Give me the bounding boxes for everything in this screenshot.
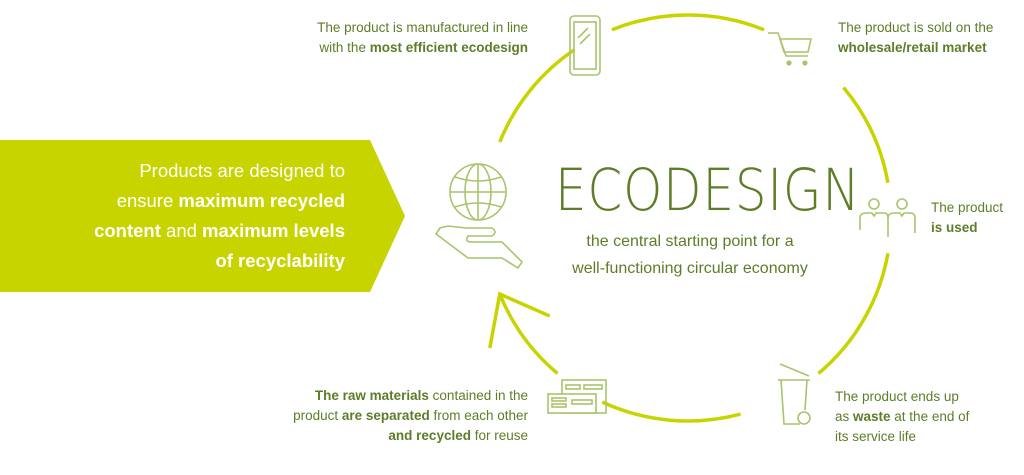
text-line: The product is manufactured in line (317, 18, 528, 38)
text: The product is sold on the (838, 20, 994, 35)
center-title: ECODESIGN (555, 156, 861, 224)
shopping-cart-icon (768, 32, 813, 66)
text-line: The raw materials contained in the (293, 386, 528, 406)
text-line: The product ends up (835, 387, 969, 407)
center-subtitle: the central starting point for a well-fu… (540, 228, 840, 282)
text-line: product are separated from each other (293, 406, 528, 426)
cycle-arc-right-lower (817, 252, 890, 375)
text: and (160, 220, 203, 241)
cycle-arc-top (611, 13, 765, 32)
text: The product (931, 200, 1004, 215)
text: product (293, 408, 342, 423)
bold-text: maximum levels (202, 220, 345, 241)
text: contained in the (428, 388, 528, 403)
text: at the end of (890, 409, 970, 424)
cycle-arrowhead (488, 291, 551, 349)
bold-text: wholesale/retail market (838, 40, 987, 55)
cycle-arc-left-upper (498, 48, 576, 143)
trash-bin-icon (778, 363, 811, 425)
step-manufacture-text: The product is manufactured in line with … (317, 18, 528, 58)
cycle-arc-bottom (601, 400, 741, 423)
bold-text: is used (931, 220, 978, 235)
step-used-text: The product is used (931, 198, 1003, 238)
text-line: as waste at the end of (835, 407, 969, 427)
bold-text: are separated (341, 408, 430, 423)
text-line: is used (931, 218, 1003, 238)
text-line: Products are designed to (94, 156, 345, 186)
people-icon (859, 198, 916, 237)
text-line: its service life (835, 427, 969, 447)
bold-text: of recyclability (215, 250, 345, 271)
step-sold-text: The product is sold on the wholesale/reta… (838, 18, 993, 58)
text: Products are designed to (139, 160, 345, 181)
text: for reuse (470, 428, 528, 443)
text: with the (319, 40, 370, 55)
cycle-arc-left-lower (498, 293, 559, 375)
smartphone-icon (569, 15, 601, 76)
bold-text: content (94, 220, 161, 241)
subtitle-line: well-functioning circular economy (572, 260, 808, 277)
text-line: ensure maximum recycled (94, 186, 345, 216)
text-line: wholesale/retail market (838, 38, 993, 58)
raw-materials-icon (547, 379, 607, 414)
text: as (835, 409, 854, 424)
bold-text: most efficient ecodesign (369, 40, 528, 55)
text: from each other (429, 408, 528, 423)
bold-text: waste (853, 409, 891, 424)
text-line: The product is sold on the (838, 18, 993, 38)
bold-text: and recycled (388, 428, 471, 443)
banner-text: Products are designed to ensure maximum r… (94, 156, 345, 276)
bold-text: maximum recycled (178, 190, 345, 211)
text-line: The product (931, 198, 1003, 218)
text: its service life (835, 429, 917, 444)
bold-text: The raw materials (314, 388, 429, 403)
cycle-arc-right-upper (842, 86, 890, 184)
subtitle-line: the central starting point for a (586, 233, 794, 250)
text: The product is manufactured in line (317, 20, 528, 35)
banner-arrow (0, 140, 405, 292)
text-line: with the most efficient ecodesign (317, 38, 528, 58)
text-line: and recycled for reuse (293, 426, 528, 446)
text-line: content and maximum levels (94, 216, 345, 246)
step-waste-text: The product ends up as waste at the end o… (835, 387, 969, 447)
text: ensure (116, 190, 179, 211)
text-line: of recyclability (94, 246, 345, 276)
globe-in-hand-icon (434, 163, 524, 270)
text: The product ends up (835, 389, 959, 404)
